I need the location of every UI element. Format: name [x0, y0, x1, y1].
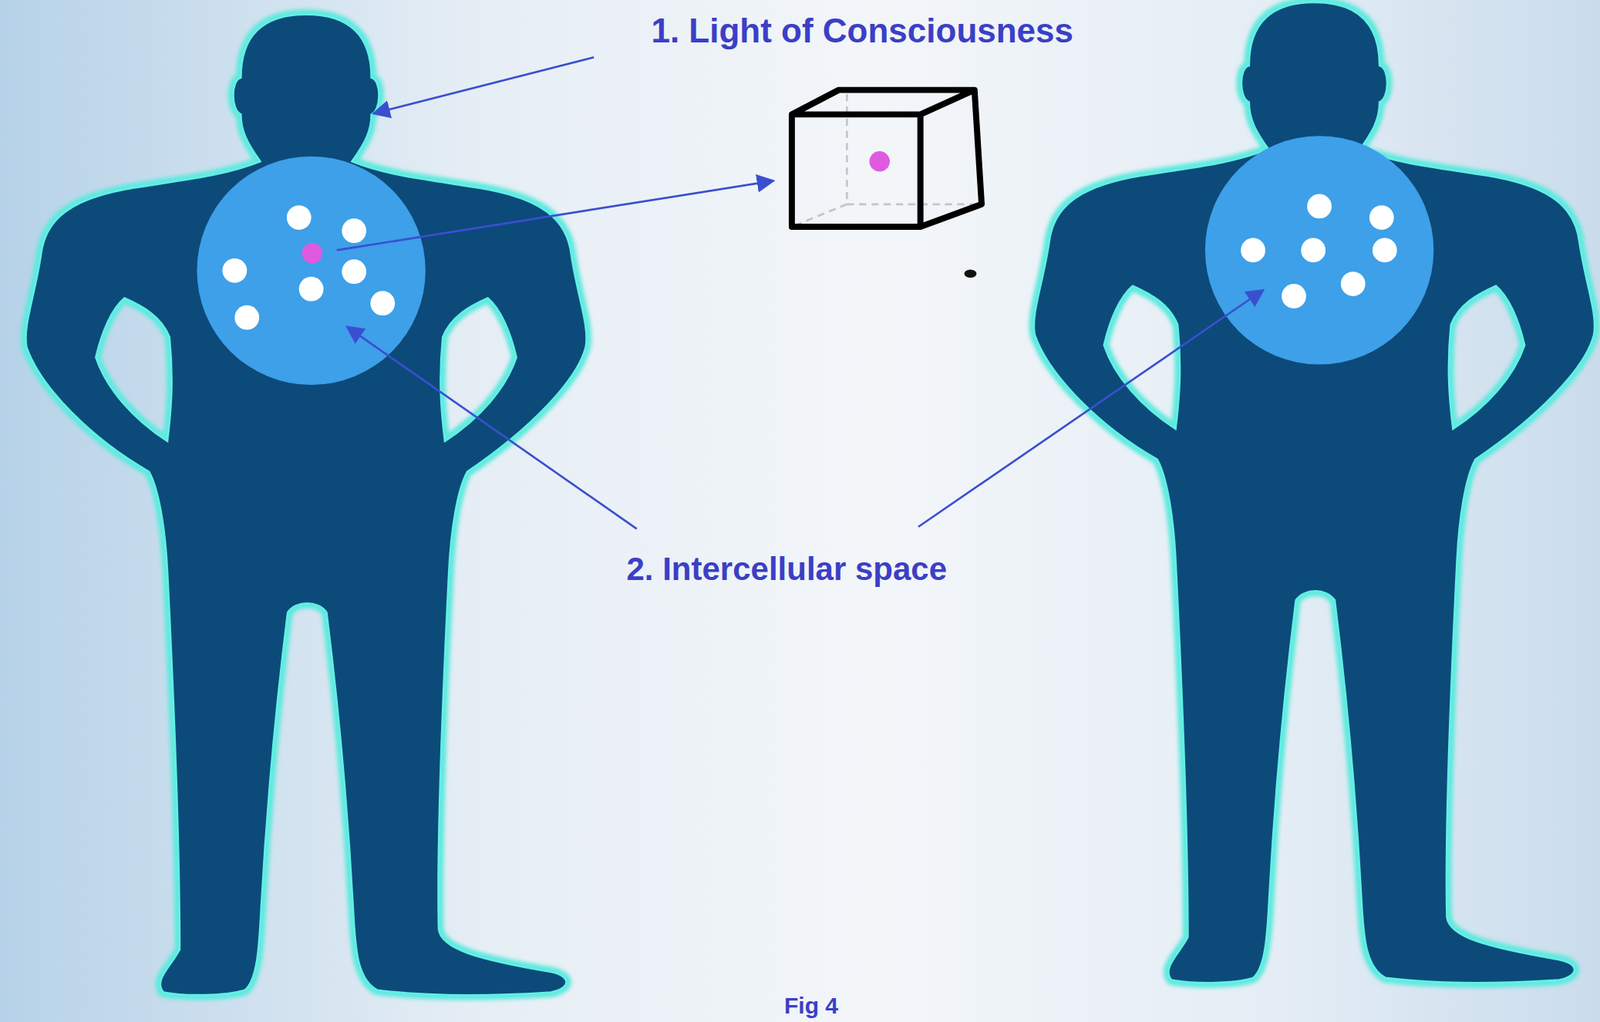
person-right	[1034, 2, 1595, 983]
person-left	[25, 14, 587, 995]
cube	[791, 90, 982, 227]
figure-caption: Fig 4	[784, 992, 839, 1018]
stray-dot	[964, 269, 977, 279]
pink-dot	[302, 242, 323, 263]
callout-label: 2. Intercellular space	[626, 551, 948, 587]
chest-circle	[1205, 135, 1434, 364]
callout-label: 1. Light of Consciousness	[650, 12, 1074, 50]
leader-lines	[336, 57, 1264, 529]
chest-circle	[196, 156, 425, 385]
cell-dots	[222, 205, 395, 330]
cell-dots	[1240, 194, 1397, 309]
